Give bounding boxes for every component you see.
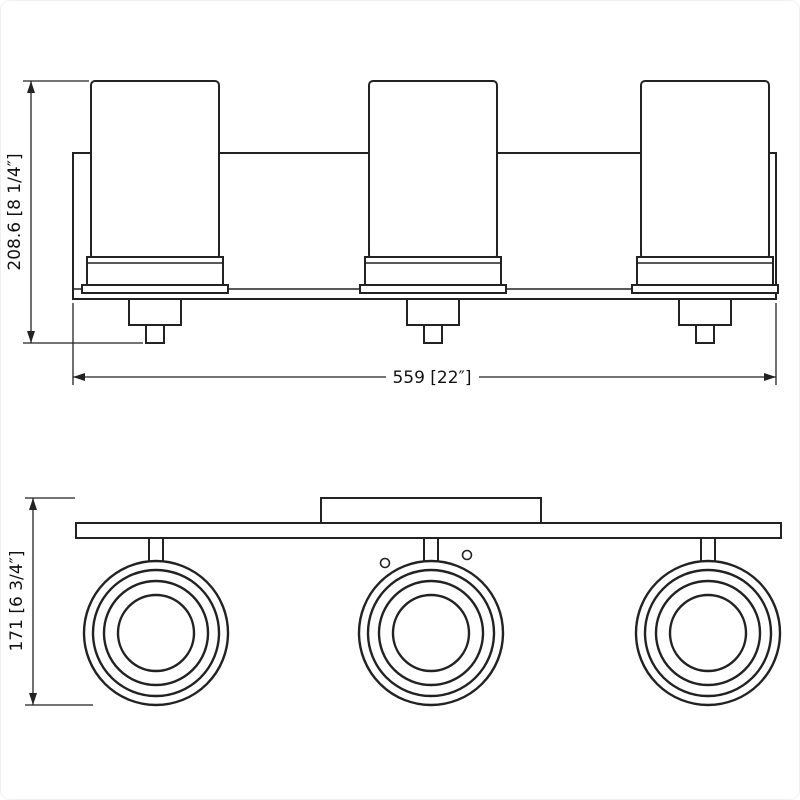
front-height-dimension: 208.6 [8 1/4″]: [5, 80, 143, 344]
holder-flange: [631, 284, 779, 294]
stem-block: [678, 298, 732, 326]
ring-inner: [668, 593, 748, 673]
arrowhead-down: [27, 331, 35, 343]
glass-shade: [640, 80, 770, 260]
front-height-label: 208.6 [8 1/4″]: [5, 153, 25, 270]
stem-peg: [423, 324, 443, 344]
stem-block: [128, 298, 182, 326]
arrowhead-up: [27, 81, 35, 93]
ring-inner: [116, 593, 196, 673]
arrowhead-up: [29, 498, 37, 510]
front-light-2: [359, 80, 507, 344]
front-width-dimension: 559 [22″]: [72, 303, 777, 388]
plan-height-dimension: 171 [6 3/4″]: [7, 497, 93, 706]
holder-flange: [81, 284, 229, 294]
crossbar: [75, 522, 782, 539]
plan-mounting: [75, 497, 782, 539]
screw-hole-right: [461, 549, 473, 561]
ring-3: [102, 579, 210, 687]
glass-shade: [368, 80, 498, 260]
glass-shade: [90, 80, 220, 260]
ring-2: [643, 568, 773, 698]
front-light-3: [631, 80, 779, 344]
front-width-label: 559 [22″]: [392, 368, 471, 388]
arrowhead-left: [73, 373, 85, 381]
ring-2: [366, 568, 496, 698]
stem-peg: [145, 324, 165, 344]
screw-hole-left: [379, 557, 391, 569]
ring-2: [91, 568, 221, 698]
stem-block: [406, 298, 460, 326]
ring-inner: [391, 593, 471, 673]
shade-holder: [364, 256, 502, 288]
ring-3: [377, 579, 485, 687]
stem-peg: [695, 324, 715, 344]
plan-shade-1: [82, 559, 230, 707]
ring-outer: [357, 559, 505, 707]
plan-view: 171 [6 3/4″]: [7, 497, 782, 707]
plan-shade-2: [357, 559, 505, 707]
ring-outer: [634, 559, 782, 707]
shade-holder: [86, 256, 224, 288]
arrowhead-right: [764, 373, 776, 381]
ring-3: [654, 579, 762, 687]
ring-outer: [82, 559, 230, 707]
shade-holder: [636, 256, 774, 288]
front-view: 208.6 [8 1/4″] 559 [22″]: [5, 80, 779, 388]
holder-flange: [359, 284, 507, 294]
plan-shade-3: [634, 559, 782, 707]
front-light-1: [81, 80, 229, 344]
arrowhead-down: [29, 693, 37, 705]
canopy-plate: [320, 497, 542, 524]
plan-height-label: 171 [6 3/4″]: [7, 550, 27, 651]
